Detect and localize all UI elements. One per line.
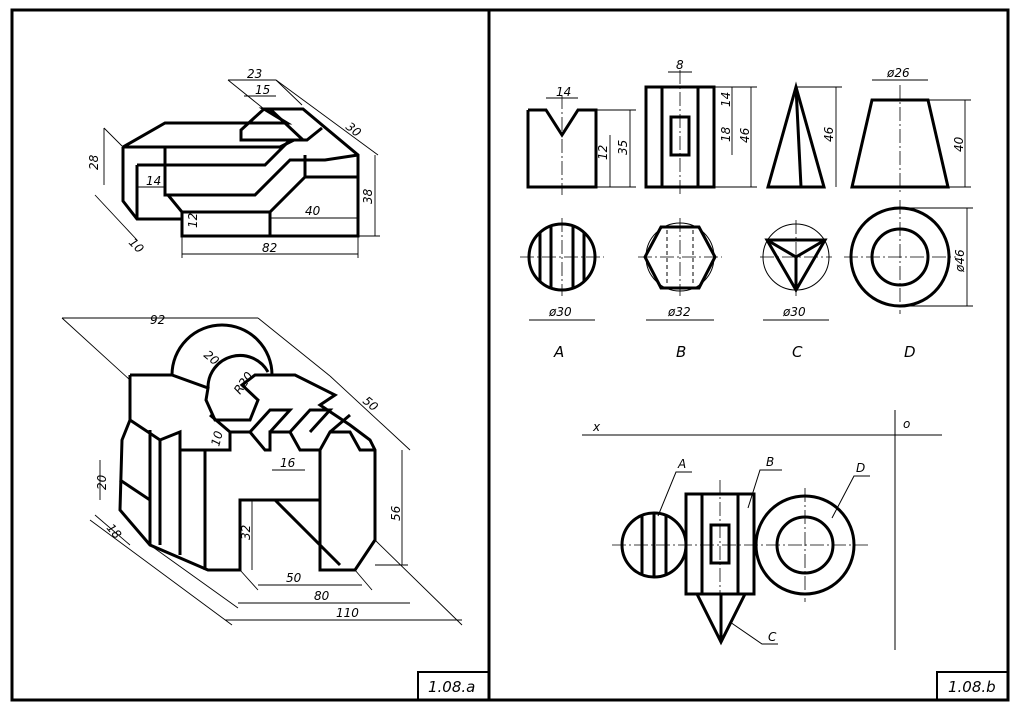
svg-text:50: 50 (286, 571, 302, 585)
svg-text:ø32: ø32 (667, 305, 691, 319)
svg-text:110: 110 (336, 606, 359, 620)
frame-left (10, 8, 491, 702)
svg-text:B: B (676, 343, 686, 361)
solid-c-front: 46 (766, 81, 842, 189)
label-b: 1.08.b (948, 678, 996, 696)
solid-d-plan: ø46 D (844, 200, 973, 361)
top-isometric-part: 23 15 30 28 14 12 40 38 10 82 (87, 67, 380, 258)
label-a: 1.08.a (428, 678, 475, 696)
svg-text:15: 15 (255, 83, 270, 97)
label-box-b (936, 671, 1009, 701)
svg-text:x: x (592, 420, 601, 434)
svg-text:46: 46 (738, 127, 752, 143)
svg-text:40: 40 (952, 136, 966, 152)
svg-text:56: 56 (389, 505, 403, 521)
svg-text:ø26: ø26 (886, 66, 910, 80)
svg-text:28: 28 (87, 154, 101, 170)
svg-text:50: 50 (360, 394, 381, 415)
svg-text:C: C (792, 343, 803, 361)
svg-text:12: 12 (596, 145, 610, 160)
solid-c-plan: ø30 C (760, 220, 832, 361)
svg-text:23: 23 (247, 67, 262, 81)
svg-text:12: 12 (186, 213, 200, 228)
svg-text:14: 14 (556, 85, 571, 99)
solid-b-plan: ø32 B (638, 218, 722, 361)
solid-d-front: ø26 40 (850, 66, 971, 195)
svg-text:16: 16 (280, 456, 296, 470)
svg-text:35: 35 (616, 140, 630, 155)
svg-text:o: o (903, 417, 910, 431)
svg-text:B: B (766, 455, 774, 469)
svg-text:ø30: ø30 (782, 305, 806, 319)
svg-text:8: 8 (676, 58, 684, 72)
svg-text:D: D (856, 461, 865, 475)
svg-text:92: 92 (150, 313, 165, 327)
svg-text:R20: R20 (231, 369, 256, 397)
label-box-a (417, 671, 490, 701)
solid-a-plan: ø30 A (520, 218, 604, 361)
svg-text:A: A (553, 343, 564, 361)
solid-b-front: 8 14 18 46 (644, 58, 757, 195)
svg-text:14: 14 (146, 174, 161, 188)
svg-text:ø30: ø30 (548, 305, 572, 319)
solid-a-front: 14 12 35 (526, 85, 636, 195)
svg-text:38: 38 (361, 188, 375, 204)
svg-text:20: 20 (95, 474, 109, 490)
svg-text:14: 14 (719, 92, 733, 107)
projection-axes: x o (582, 410, 942, 650)
frame-right (487, 8, 1010, 702)
svg-text:A: A (677, 457, 686, 471)
svg-text:32: 32 (239, 525, 253, 540)
svg-text:46: 46 (822, 126, 836, 142)
svg-text:D: D (904, 343, 916, 361)
svg-text:18: 18 (719, 126, 733, 142)
svg-text:30: 30 (343, 119, 364, 140)
svg-text:10: 10 (208, 429, 226, 448)
svg-text:80: 80 (314, 589, 330, 603)
svg-text:10: 10 (126, 235, 147, 256)
svg-text:18: 18 (104, 521, 125, 542)
svg-text:C: C (768, 630, 777, 644)
combined-composition: A B D C (612, 455, 870, 646)
svg-text:82: 82 (262, 241, 277, 255)
svg-text:40: 40 (305, 204, 321, 218)
bottom-isometric-part: 92 20 R20 50 10 16 20 18 56 32 50 80 110 (61, 313, 463, 626)
svg-text:ø46: ø46 (953, 249, 967, 273)
